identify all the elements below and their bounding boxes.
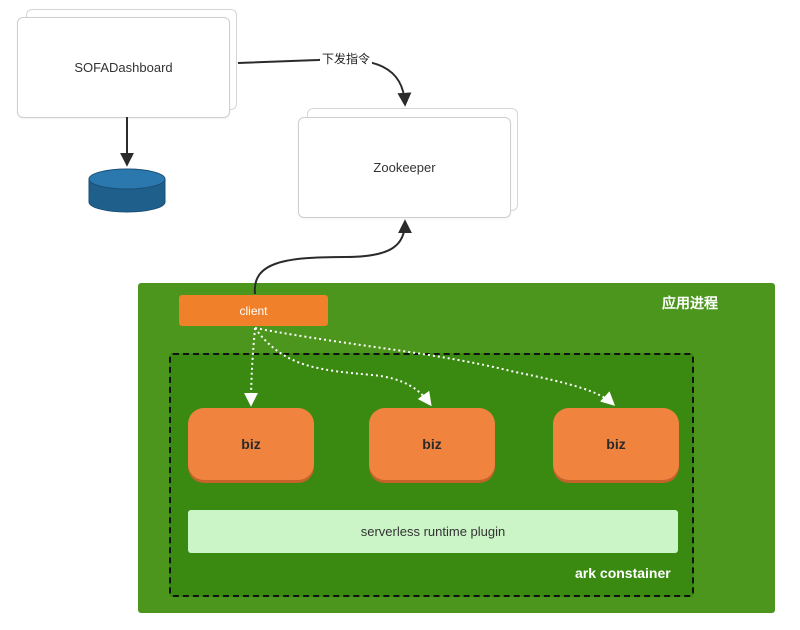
edge-label-issue-command: 下发指令 — [320, 52, 373, 66]
client-node[interactable]: client — [179, 295, 328, 326]
ark-container-label: ark constainer — [575, 565, 671, 581]
database-icon — [88, 168, 166, 213]
serverless-runtime-plugin[interactable]: serverless runtime plugin — [188, 510, 678, 553]
dashboard-node[interactable]: SOFADashboard — [17, 17, 230, 118]
process-title: 应用进程 — [662, 296, 718, 312]
biz-node-1[interactable]: biz — [188, 408, 314, 480]
biz-node-2[interactable]: biz — [369, 408, 495, 480]
biz-node-3[interactable]: biz — [553, 408, 679, 480]
zookeeper-node[interactable]: Zookeeper — [298, 117, 511, 218]
